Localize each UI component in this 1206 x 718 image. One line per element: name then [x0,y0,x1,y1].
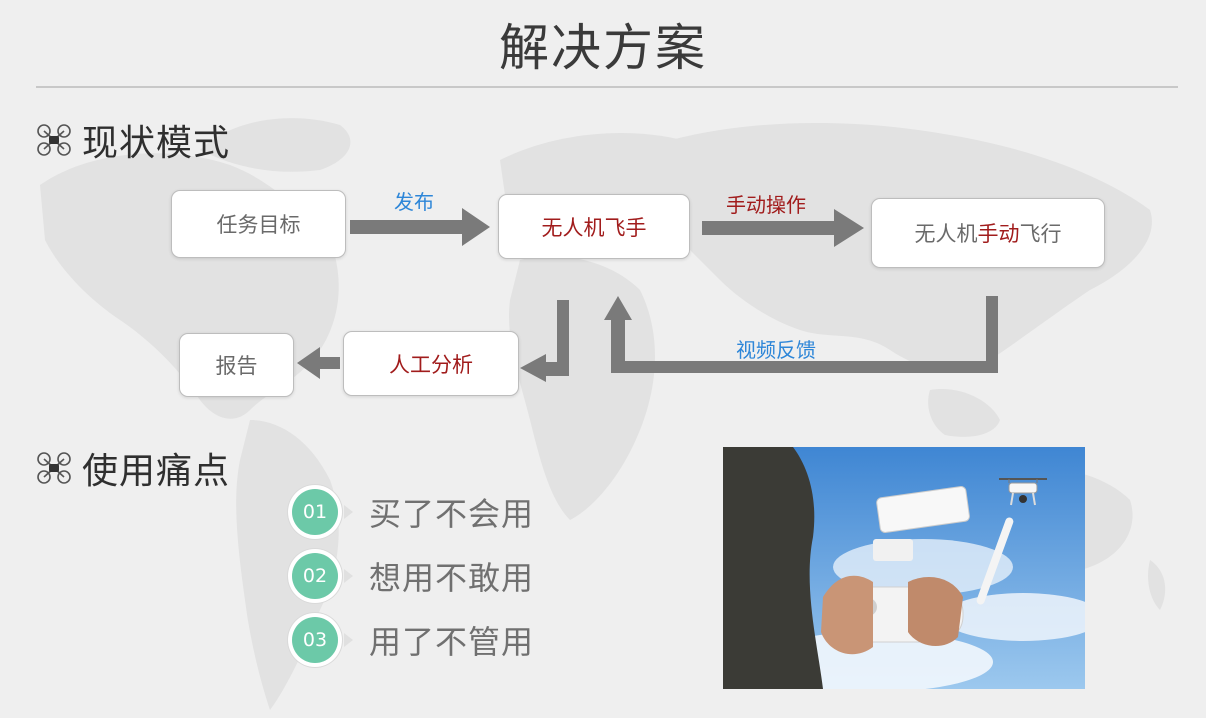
badge-pointer [344,569,353,583]
task-goal-label: 任务目标 [216,213,301,237]
manual-op-label: 手动操作 [726,193,806,217]
pain-point-text: 想用不敢用 [369,559,535,597]
pain-point-item: 01 买了不会用 [288,485,534,539]
arrow-publish [350,208,490,246]
video-feedback-label: 视频反馈 [736,338,816,362]
section-current-mode: 现状模式 [36,114,230,166]
arrow-video-feedback [604,296,998,373]
manual-flight-box: 无人机手动飞行 [871,198,1105,268]
pilot-label: 无人机飞手 [541,215,647,240]
arrow-manual-op [702,209,864,247]
pilot-box: 无人机飞手 [498,194,690,259]
title-divider [36,86,1178,88]
task-goal-box: 任务目标 [171,190,346,258]
pain-point-number: 03 [292,617,338,663]
pain-point-text: 买了不会用 [369,495,535,533]
publish-label: 发布 [394,190,434,214]
pain-point-number: 02 [292,553,338,599]
drone-icon [37,452,71,484]
manual-analysis-box: 人工分析 [343,331,519,396]
manual-flight-highlight: 手动 [977,222,1020,246]
pain-point-text: 用了不管用 [369,623,535,661]
pain-point-badge: 01 [288,485,342,539]
arrow-to-analysis [520,300,569,382]
manual-flight-prefix: 无人机 [914,222,978,246]
manual-flight-suffix: 飞行 [1019,222,1062,246]
drone-icon [37,124,71,156]
pain-point-number: 01 [292,489,338,535]
page-title: 解决方案 [499,19,707,77]
pain-point-item: 02 想用不敢用 [288,549,534,603]
section-heading: 现状模式 [82,123,231,164]
badge-pointer [344,505,353,519]
section-pain-points: 使用痛点 [36,442,230,494]
drone-controller-photo [723,447,1085,689]
badge-pointer [344,633,353,647]
pain-point-badge: 02 [288,549,342,603]
report-label: 报告 [215,354,258,378]
report-box: 报告 [179,333,294,397]
pain-point-item: 03 用了不管用 [288,613,534,667]
manual-analysis-label: 人工分析 [389,352,473,377]
section-heading: 使用痛点 [82,451,231,492]
pain-point-badge: 03 [288,613,342,667]
arrow-to-report [297,347,340,379]
